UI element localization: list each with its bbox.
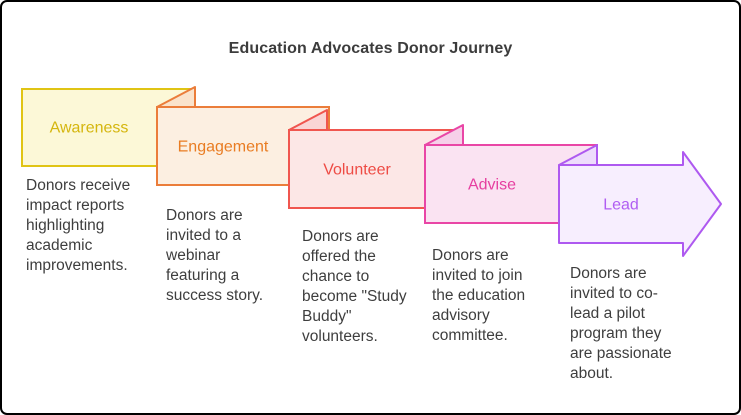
stage-description-volunteer: Donors are offered the chance to become … [302,228,407,345]
stage-shape-lead: Lead [558,144,722,257]
stage-description-lead: Donors are invited to co- lead a pilot p… [570,265,672,382]
page-title: Education Advocates Donor Journey [228,40,513,57]
lead-arrow [558,151,722,257]
stage-description-engagement: Donors are invited to a webinar featurin… [166,207,264,304]
stage-label-volunteer: Volunteer [323,162,391,179]
stage-label-advise: Advise [468,177,516,194]
stage-label-lead: Lead [603,197,639,214]
stage-description-advise: Donors are invited to join the education… [432,247,526,344]
stage-label-awareness: Awareness [50,120,129,137]
stage-description-awareness: Donors receive impact reports highlighti… [26,177,131,274]
stage-label-engagement: Engagement [178,139,269,156]
